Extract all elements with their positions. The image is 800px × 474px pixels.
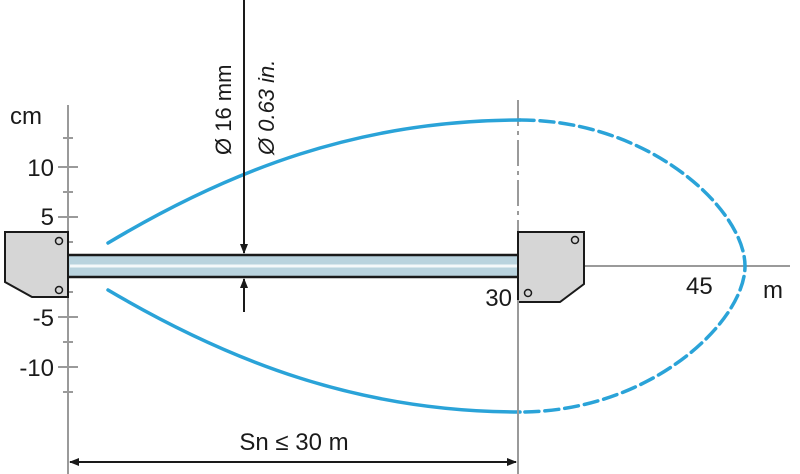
diameter-imperial-label: Ø 0.63 in. [254, 60, 279, 156]
y-tick-label-10: 10 [27, 155, 54, 182]
range-label: Sn ≤ 30 m [239, 429, 348, 456]
detection-zone-lobe [518, 118, 747, 414]
detection-zone-upper [106, 118, 522, 245]
diameter-metric-label: Ø 16 mm [211, 65, 236, 155]
receiver-screw-top [570, 235, 580, 245]
receiver-screw-bottom [523, 288, 533, 298]
y-tick-label-neg5: -5 [33, 305, 54, 332]
y-tick-label-neg10: -10 [19, 355, 54, 382]
receiver-sensor [517, 231, 585, 303]
emitter-screw-bottom [54, 285, 64, 295]
x-tick-label-30: 30 [485, 285, 512, 312]
y-unit-label: cm [10, 103, 42, 130]
y-tick-label-5: 5 [41, 204, 54, 231]
x-tick-label-45: 45 [686, 273, 713, 300]
y-axis-major-ticks [58, 166, 78, 368]
emitter-sensor [4, 231, 69, 298]
detection-zone-lower [106, 288, 522, 414]
x-unit-label: m [763, 277, 783, 304]
emitter-screw-top [54, 236, 64, 246]
